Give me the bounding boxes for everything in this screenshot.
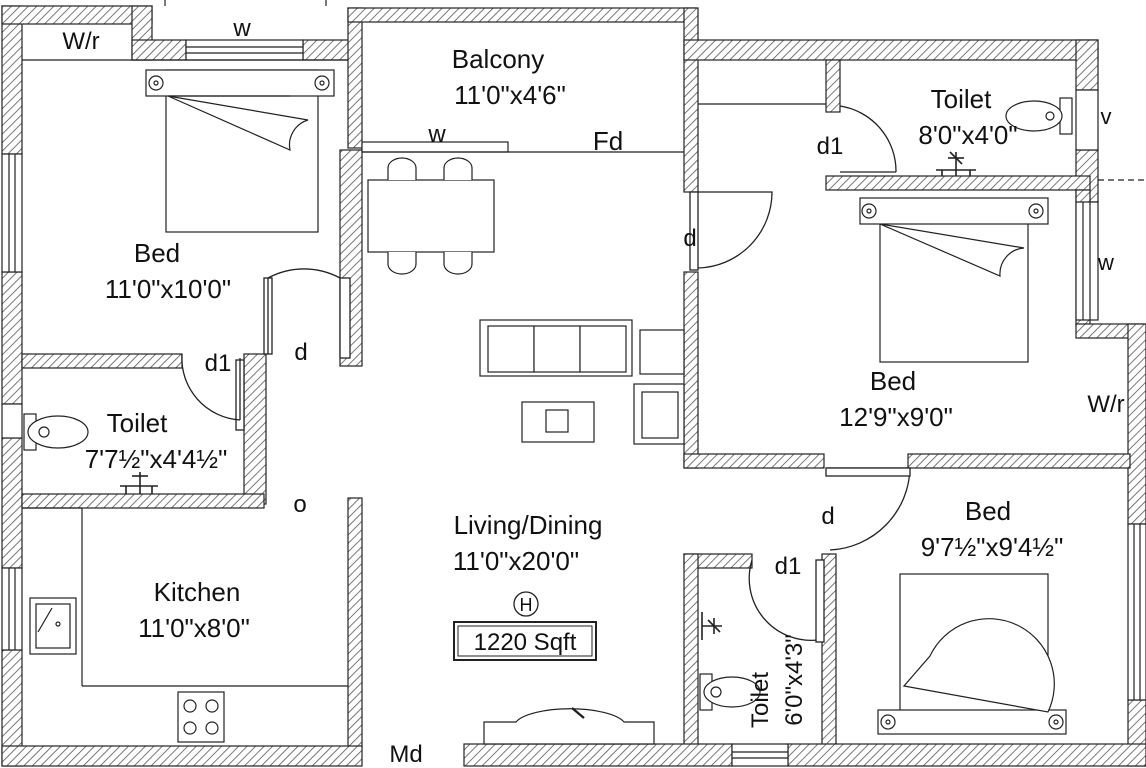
armchair-icon — [633, 383, 685, 445]
window-east-bed2 — [1075, 201, 1099, 321]
wall-toilet-ne-south — [825, 175, 1091, 191]
gas-stove-icon — [177, 691, 225, 743]
door-bed3 — [825, 467, 911, 551]
window-balcony-label: w — [427, 121, 446, 148]
dining-table-icon — [367, 157, 495, 275]
wall-west-mid — [1, 271, 23, 405]
bed2-size: 12'9"x9'0" — [839, 402, 953, 432]
window-east-toilet — [1075, 89, 1099, 151]
door-toilet-s — [748, 559, 825, 643]
window-top-bed1 — [185, 39, 304, 61]
door-toilet-w-label: d1 — [205, 350, 232, 377]
side-table-icon — [639, 329, 685, 375]
kitchen-opening-label: o — [293, 491, 306, 518]
area-box: 1220 Sqft — [453, 621, 597, 661]
bed3-name: Bed — [965, 496, 1011, 526]
window-west-toilet — [1, 403, 23, 439]
bed2-name: Bed — [870, 366, 916, 396]
wall-bed2-south-a — [683, 453, 825, 469]
wall-toilet-w-east — [243, 353, 267, 505]
door-bed3-label: d — [821, 503, 834, 530]
wall-west-lower — [1, 437, 23, 569]
labels: W/r w Balcony 11'0"x4'6" w Fd Bed 11'0"x… — [62, 15, 1124, 768]
balcony-size: 11'0"x4'6" — [454, 80, 566, 110]
wall-east-mid — [1127, 323, 1146, 525]
wr-nw-label: W/r — [62, 28, 99, 55]
door-toilet-ne-label: d1 — [817, 133, 844, 160]
bed3-size: 9'7½"x9'4½" — [921, 532, 1064, 562]
wall-toilet-ne-west — [825, 59, 841, 113]
doors — [181, 105, 911, 643]
wall-bottom-mid — [463, 743, 733, 767]
wr-e-label: W/r — [1087, 391, 1124, 418]
furniture — [23, 69, 1073, 745]
shoe-rack-icon — [483, 707, 655, 745]
tap-icon-toilet-s — [701, 612, 722, 640]
wall-west-upper — [1, 5, 23, 155]
door-toilet-w — [181, 353, 245, 431]
bed2-bed-icon — [859, 197, 1049, 363]
tap-icon-toilet-w — [120, 472, 158, 494]
wall-bed2-west — [683, 271, 699, 469]
toilet-s-name: Toilet — [747, 672, 774, 728]
toilet-s-size: 6'0"x4'3" — [781, 634, 808, 726]
door-toilet-ne — [839, 105, 897, 173]
toilet-s-wc-icon — [699, 673, 761, 711]
wall-bottom-east — [787, 743, 1146, 767]
wall-balcony-top — [347, 7, 697, 23]
window-e-label: w — [1097, 250, 1114, 275]
windows — [1, 39, 1146, 767]
french-door-label: Fd — [593, 126, 623, 156]
toilet-ne-size: 8'0"x4'0" — [918, 120, 1017, 150]
bed1-size: 11'0"x10'0" — [105, 274, 231, 304]
door-bed2 — [689, 191, 773, 271]
sofa-icon — [479, 319, 633, 377]
window-ne-label: v — [1101, 104, 1112, 129]
wall-bed1-south — [21, 353, 183, 369]
thin-lines — [22, 0, 1146, 687]
bed1-bed-icon — [145, 69, 335, 233]
wall-top-nw — [1, 5, 153, 25]
height-marker-label: H — [520, 595, 533, 615]
bed3-bed-icon — [877, 573, 1067, 735]
main-door-label: Md — [389, 741, 422, 768]
door-bed1-label: d — [294, 339, 307, 366]
bed1-name: Bed — [134, 238, 180, 268]
toilet-w-size: 7'7½"x4'4½" — [85, 444, 228, 474]
toilet-ne-wc-icon — [1005, 97, 1073, 135]
wall-bed2-south-b — [907, 453, 1131, 469]
toilet-w-wc-icon — [23, 413, 89, 451]
wall-top-bed1-a — [131, 39, 187, 61]
living-size: 11'0"x20'0" — [453, 546, 579, 576]
window-west-bed1 — [1, 153, 23, 273]
wall-ne-corner-a — [1075, 39, 1099, 91]
window-top-label: w — [232, 15, 251, 42]
door-bed1 — [263, 268, 351, 359]
kitchen-name: Kitchen — [154, 577, 241, 607]
area-label: 1220 Sqft — [474, 629, 577, 656]
living-name: Living/Dining — [454, 510, 603, 540]
wall-toilet-w-south — [21, 493, 265, 509]
wall-bottom-west — [1, 745, 363, 767]
wall-kitchen-east — [347, 497, 363, 749]
balcony-name: Balcony — [452, 44, 545, 74]
wall-balcony-east — [683, 7, 699, 193]
wall-toilet-s-west — [683, 553, 699, 755]
door-toilet-s-label: d1 — [775, 553, 802, 580]
wall-balcony-west — [347, 7, 363, 149]
window-south-toilet — [731, 743, 789, 767]
toilet-ne-name: Toilet — [931, 84, 992, 114]
height-marker: H — [513, 591, 539, 617]
toilet-w-name: Toilet — [107, 408, 168, 438]
window-west-kitchen — [1, 567, 23, 651]
window-east-bed3 — [1127, 523, 1146, 701]
door-bed2-label: d — [683, 225, 696, 252]
kitchen-size: 11'0"x8'0" — [138, 613, 250, 643]
tap-icon-toilet-ne — [936, 151, 976, 176]
wall-top-ne — [683, 39, 1099, 61]
tv-unit-icon — [521, 401, 595, 443]
kitchen-sink-icon — [29, 597, 77, 655]
